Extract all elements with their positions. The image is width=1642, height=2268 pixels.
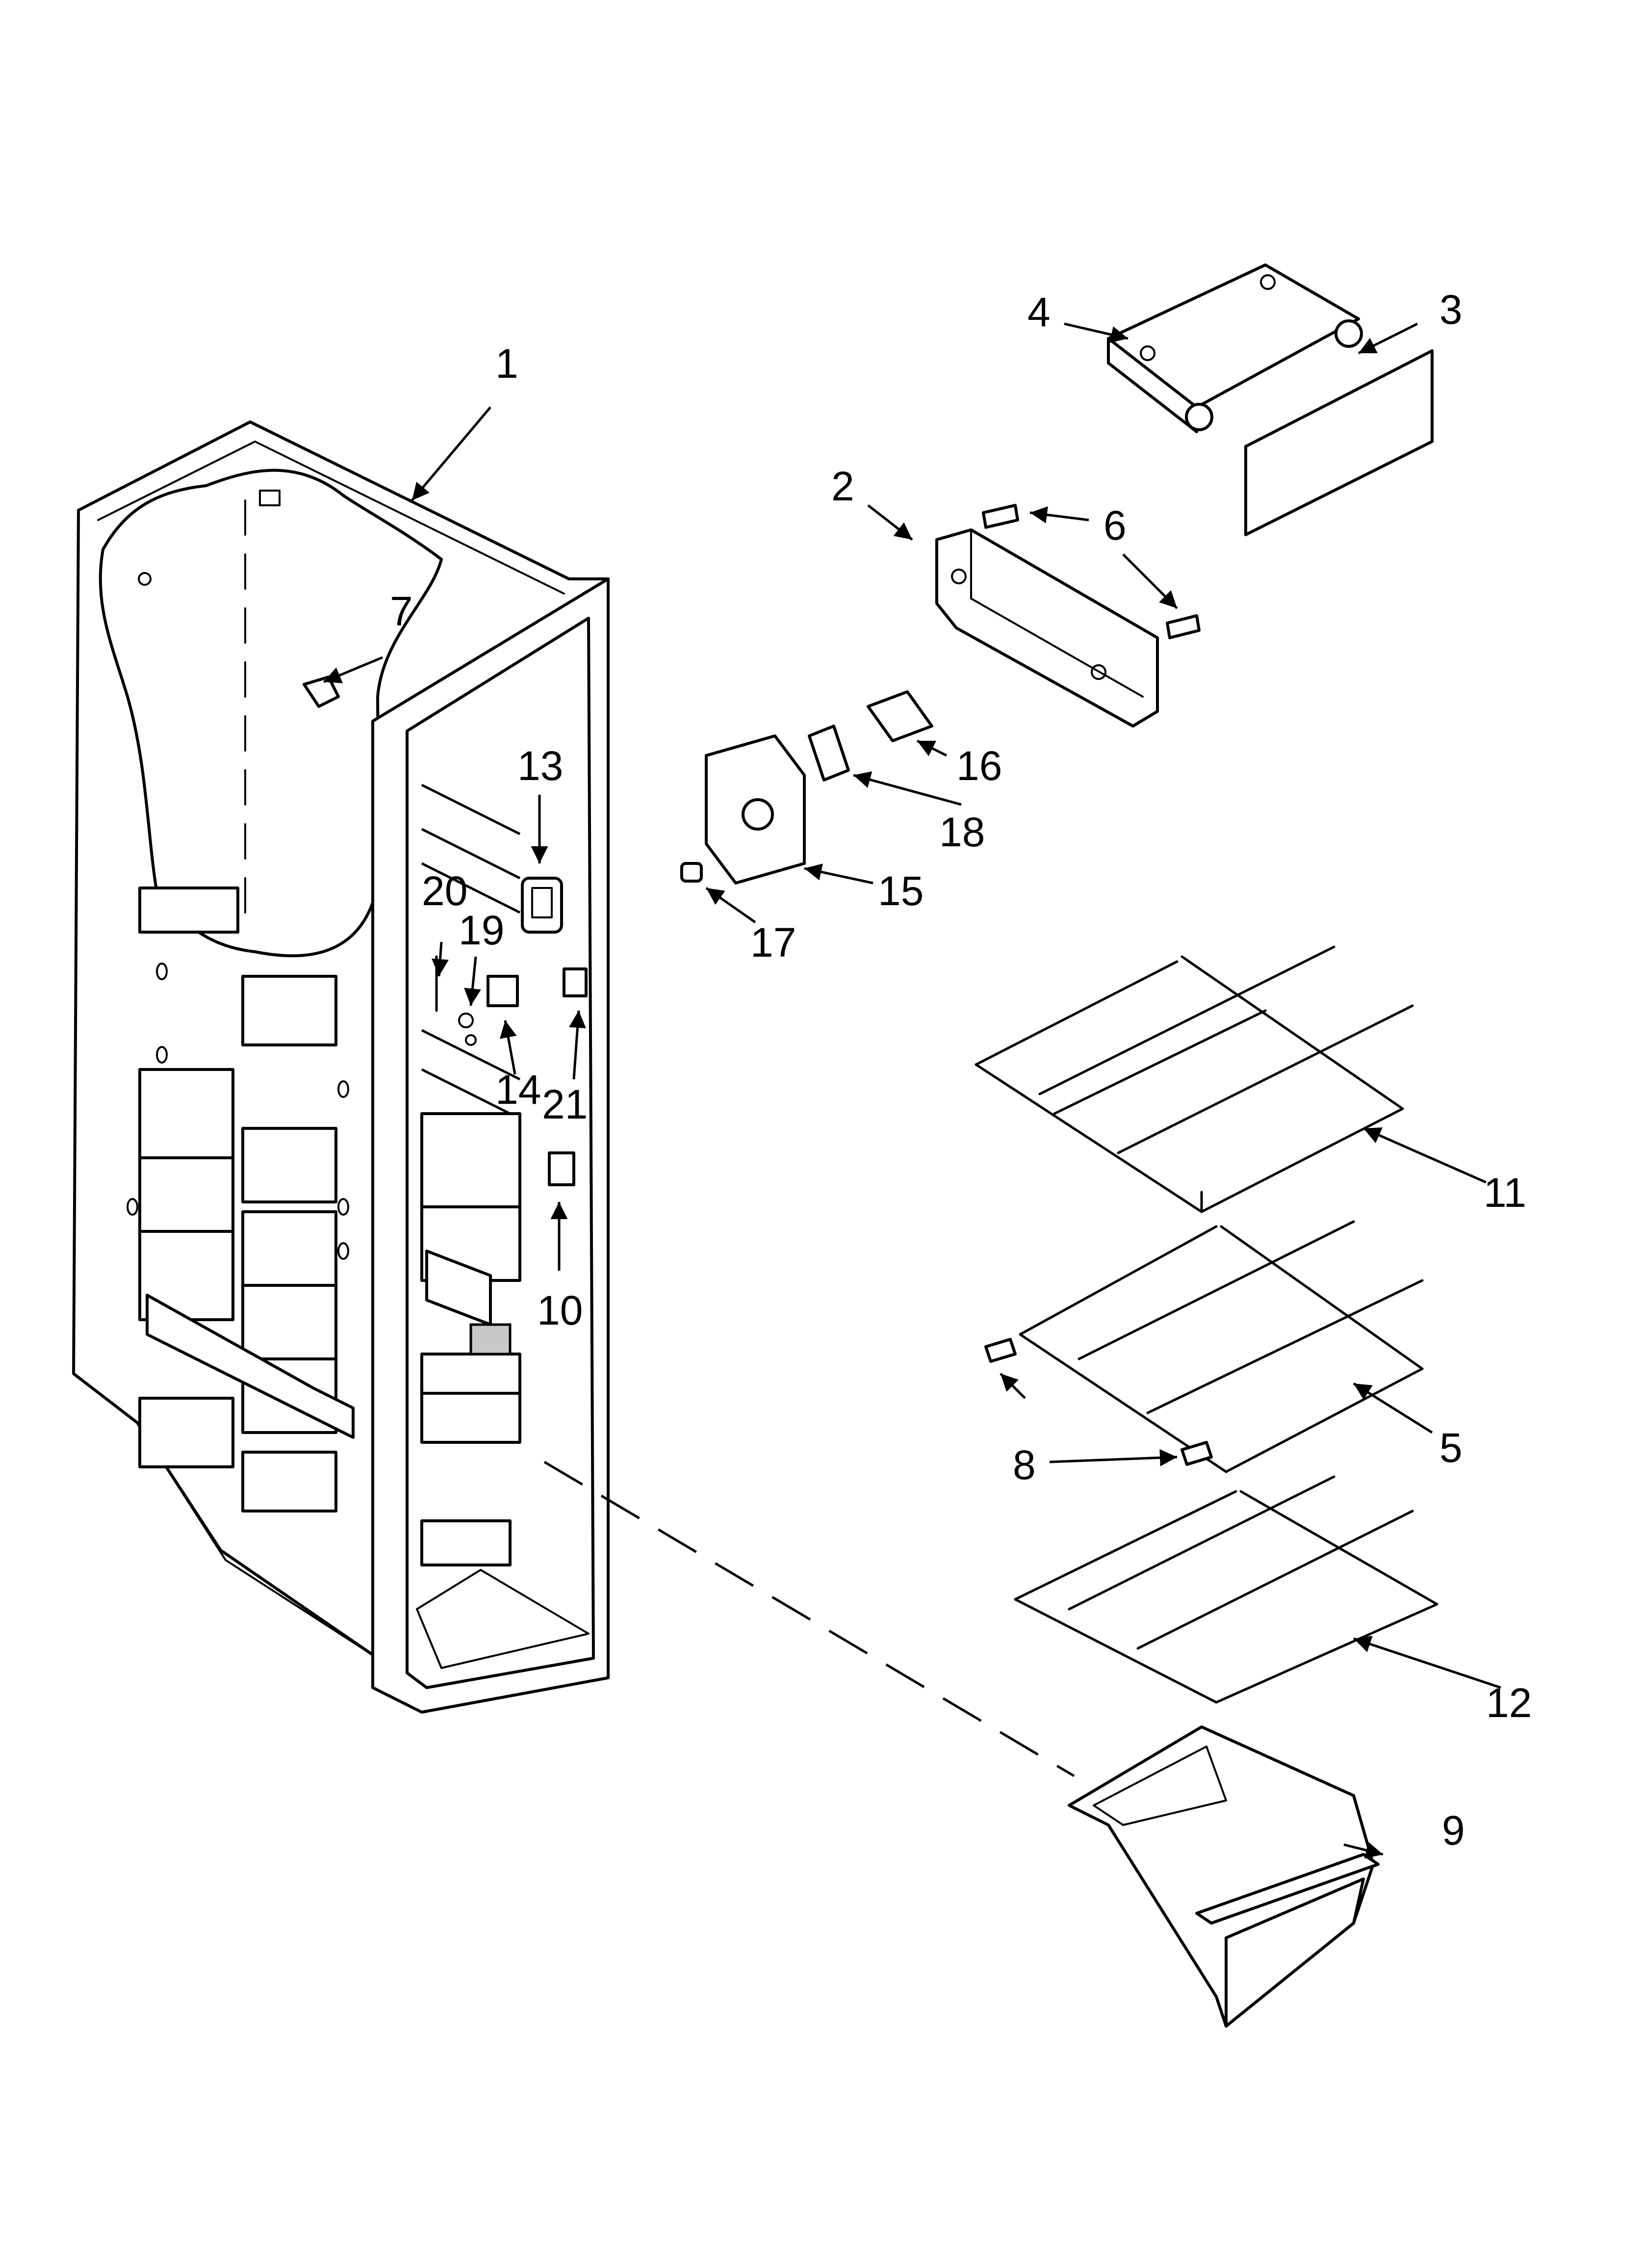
housing-channel-2 — [935, 528, 1159, 728]
liner-vent-recesses — [138, 886, 355, 1512]
switch-21 — [563, 967, 588, 997]
callout-9: 9 — [1442, 1807, 1465, 1853]
callout-12: 12 — [1486, 1680, 1532, 1726]
thermostat-housing-13 — [521, 877, 563, 934]
bracket-18 — [808, 725, 850, 782]
callout-14: 14 — [495, 1067, 541, 1113]
callout-13: 13 — [517, 743, 563, 789]
callout-2: 2 — [831, 463, 854, 509]
wire-shelf-11 — [975, 945, 1414, 1213]
callout-3: 3 — [1439, 287, 1462, 333]
freezer-bin-9 — [1068, 1725, 1380, 2028]
clip-part-7 — [303, 676, 340, 708]
screw-6-lower — [1166, 614, 1201, 639]
switch-10 — [548, 1151, 575, 1186]
knob-17 — [680, 862, 703, 883]
callout-15: 15 — [878, 868, 924, 914]
callout-20: 20 — [422, 868, 467, 914]
callout-19: 19 — [459, 907, 504, 953]
screw-6-upper — [982, 504, 1019, 529]
control-housing-15 — [705, 734, 806, 885]
shelf-support-8-lower — [1180, 1441, 1213, 1466]
leader-lines — [323, 322, 1501, 1859]
control-board-16 — [867, 690, 933, 742]
callout-10: 10 — [537, 1287, 583, 1333]
cover-panel-3 — [1244, 349, 1434, 536]
callout-18: 18 — [939, 809, 985, 855]
callout-5: 5 — [1439, 1425, 1462, 1471]
callout-17: 17 — [750, 919, 796, 965]
freezer-liner — [72, 420, 610, 1714]
callout-21: 21 — [542, 1081, 588, 1127]
shelf-support-8-upper — [984, 1338, 1017, 1363]
wire-shelf-12 — [1014, 1475, 1438, 1704]
bracket-14 — [487, 975, 519, 1007]
callout-8: 8 — [1013, 1442, 1036, 1488]
callout-6: 6 — [1103, 502, 1127, 548]
wire-shelf-5 — [1019, 1220, 1424, 1473]
callout-7: 7 — [390, 588, 413, 634]
callout-1: 1 — [495, 340, 518, 387]
hinge-bracket-4 — [1107, 263, 1363, 433]
callout-labels: 1 2 3 4 5 6 7 8 9 10 11 12 13 14 15 16 1… — [390, 287, 1532, 1853]
callout-11: 11 — [1484, 1170, 1526, 1216]
callout-4: 4 — [1027, 289, 1051, 335]
callout-16: 16 — [956, 743, 1002, 789]
screw-19 — [458, 1013, 477, 1046]
alignment-line — [543, 1460, 1075, 1777]
